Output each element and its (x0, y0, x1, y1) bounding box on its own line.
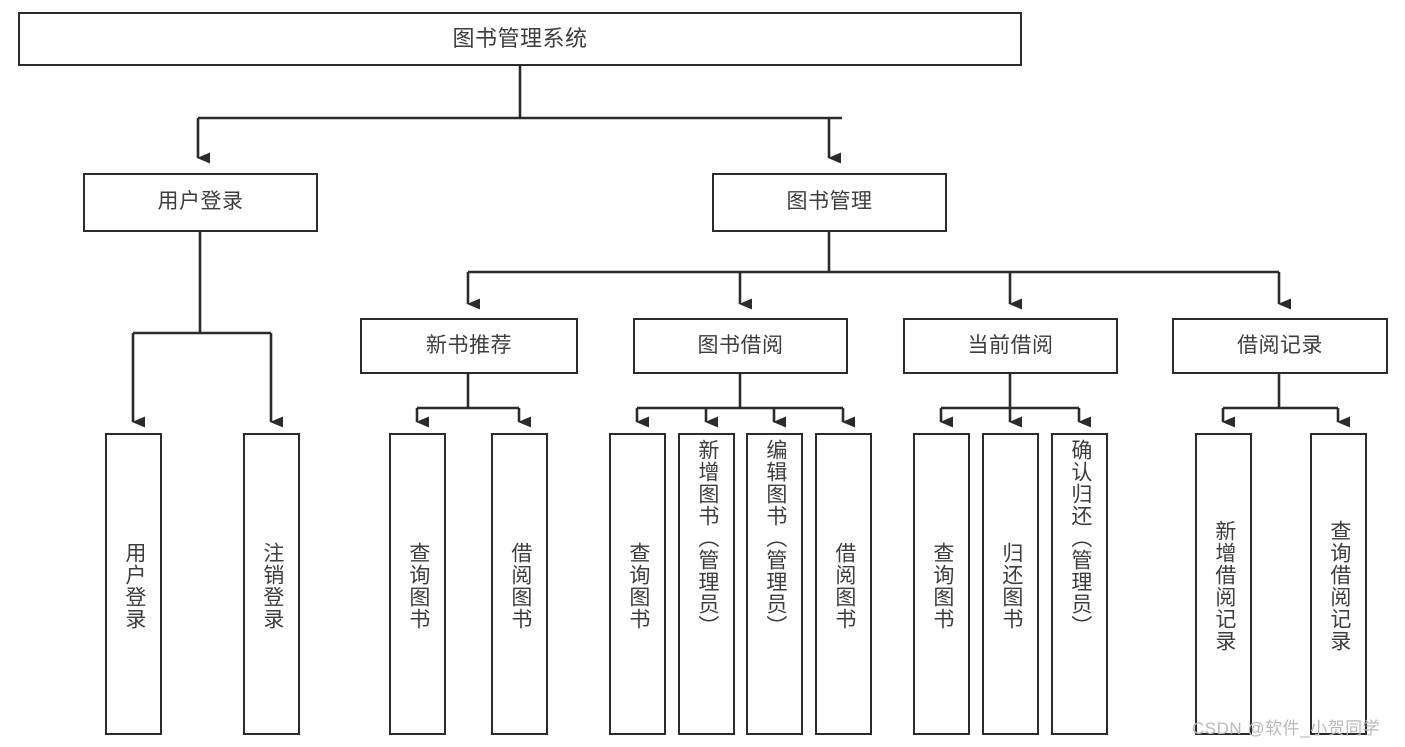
node-borrow-record[interactable]: 借阅记录 (1172, 318, 1388, 374)
node-label: 用户登录 (157, 190, 244, 214)
node-book-management[interactable]: 图书管理 (712, 173, 947, 232)
node-label: 查询借阅记录 (1327, 520, 1351, 652)
node-new-book-recommend[interactable]: 新书推荐 (360, 318, 578, 374)
node-label: 新增图书（管理员） (695, 439, 719, 637)
node-label: 编辑图书（管理员） (763, 439, 787, 637)
node-label: 用户登录 (122, 542, 146, 630)
node-label: 图书管理系统 (452, 26, 588, 52)
node-label: 借阅图书 (508, 542, 532, 630)
leaf-query-borrow-record[interactable]: 查询借阅记录 (1310, 433, 1367, 735)
node-label: 查询图书 (626, 542, 650, 630)
leaf-query-book-1[interactable]: 查询图书 (389, 433, 446, 735)
node-label: 图书管理 (786, 190, 873, 214)
node-label: 查询图书 (406, 542, 430, 630)
node-book-borrow[interactable]: 图书借阅 (633, 318, 848, 374)
leaf-query-book-3[interactable]: 查询图书 (913, 433, 970, 735)
leaf-add-borrow-record[interactable]: 新增借阅记录 (1195, 433, 1252, 735)
csdn-watermark: CSDN @软件_小贺同学 (1192, 719, 1381, 738)
node-label: 新增借阅记录 (1212, 520, 1236, 652)
node-label: 借阅图书 (832, 542, 856, 630)
node-label: 归还图书 (999, 542, 1023, 630)
leaf-return-book[interactable]: 归还图书 (982, 433, 1039, 735)
leaf-borrow-book-1[interactable]: 借阅图书 (491, 433, 548, 735)
leaf-query-book-2[interactable]: 查询图书 (609, 433, 666, 735)
node-current-borrow[interactable]: 当前借阅 (903, 318, 1118, 374)
leaf-logout-login[interactable]: 注销登录 (243, 433, 300, 735)
node-label: 新书推荐 (426, 333, 512, 357)
leaf-user-login[interactable]: 用户登录 (105, 433, 162, 735)
node-label: 注销登录 (260, 542, 284, 630)
node-label: 确认归还（管理员） (1068, 439, 1092, 637)
node-label: 查询图书 (930, 542, 954, 630)
node-label: 当前借阅 (967, 333, 1054, 357)
leaf-borrow-book-2[interactable]: 借阅图书 (815, 433, 872, 735)
leaf-edit-book[interactable]: 编辑图书（管理员） (746, 433, 803, 735)
node-label: 图书借阅 (697, 333, 784, 357)
leaf-confirm-return[interactable]: 确认归还（管理员） (1051, 433, 1108, 735)
node-book-management-system[interactable]: 图书管理系统 (18, 12, 1022, 66)
node-user-login[interactable]: 用户登录 (83, 173, 318, 232)
node-label: 借阅记录 (1237, 333, 1323, 357)
leaf-add-book[interactable]: 新增图书（管理员） (678, 433, 735, 735)
